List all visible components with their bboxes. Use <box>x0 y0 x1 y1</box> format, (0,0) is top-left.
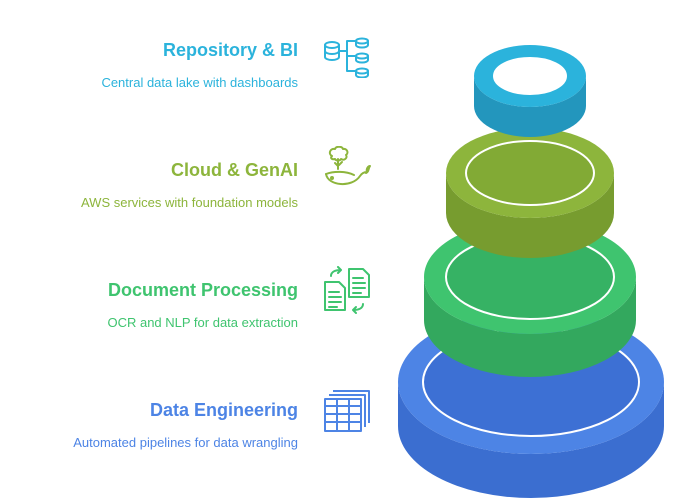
layer-title: Repository & BI <box>162 40 298 60</box>
layer-document: Document Processing OCR and NLP for data… <box>107 280 298 330</box>
layer-description: AWS services with foundation models <box>80 195 298 210</box>
ring-repository <box>474 45 586 137</box>
layer-description: OCR and NLP for data extraction <box>107 315 298 330</box>
ring-cloud <box>446 128 614 258</box>
layer-title: Data Engineering <box>149 400 298 420</box>
layer-description: Central data lake with dashboards <box>101 75 298 90</box>
layer-repository: Repository & BI Central data lake with d… <box>101 40 298 90</box>
table-stack-icon <box>324 390 370 432</box>
whale-tree-icon <box>325 146 371 185</box>
database-network-icon <box>324 37 369 78</box>
layer-title: Document Processing <box>107 280 298 300</box>
layer-title: Cloud & GenAI <box>171 160 298 180</box>
layer-engineering: Data Engineering Automated pipelines for… <box>73 400 298 450</box>
ring-document <box>424 220 636 377</box>
layer-description: Automated pipelines for data wrangling <box>73 435 298 450</box>
document-transfer-icon <box>324 266 370 314</box>
layer-cloud: Cloud & GenAI AWS services with foundati… <box>81 160 298 210</box>
